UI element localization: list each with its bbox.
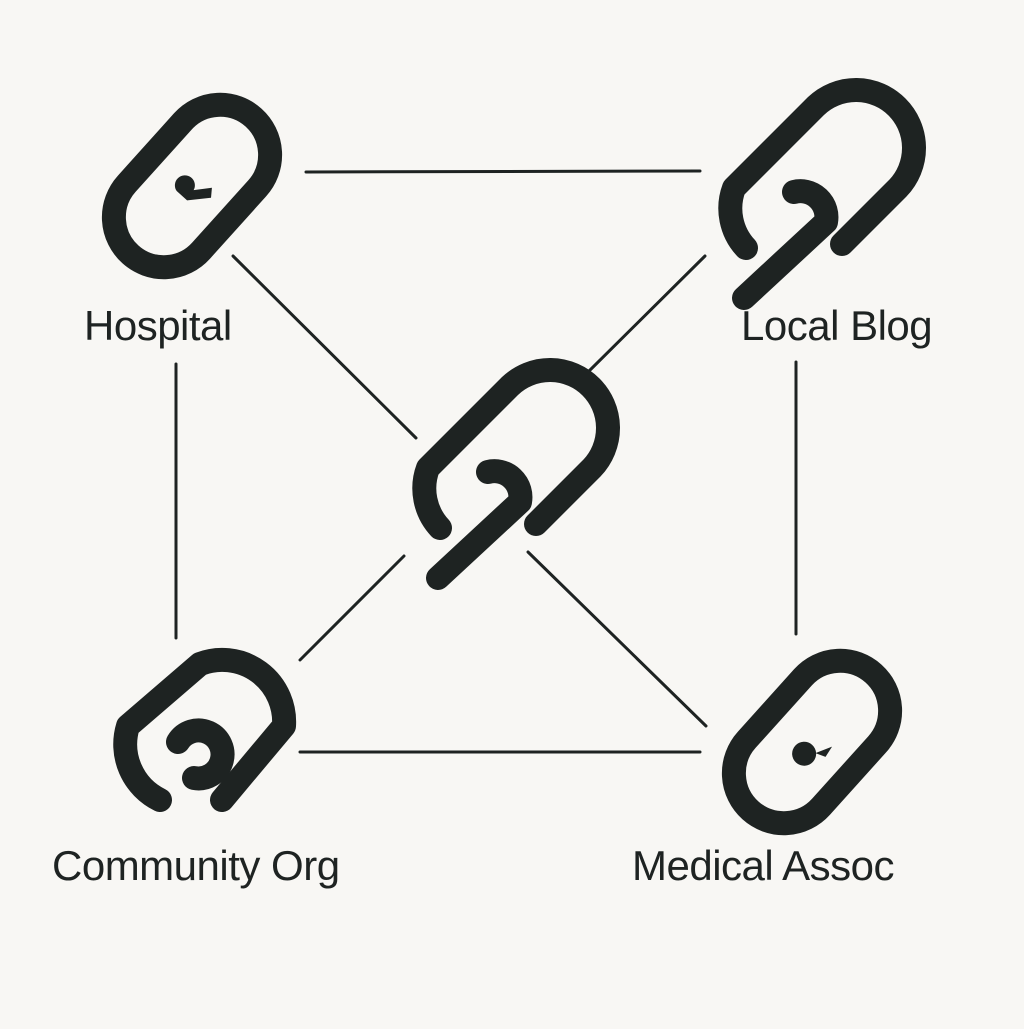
center-link-icon bbox=[412, 358, 620, 590]
edges bbox=[174, 169, 798, 754]
node-label-medical-assoc: Medical Assoc bbox=[632, 842, 894, 889]
node-label-community-org: Community Org bbox=[52, 842, 340, 889]
edge-blog-center bbox=[580, 254, 707, 380]
node-label-local-blog: Local Blog bbox=[741, 302, 933, 349]
edge-hospital-center bbox=[231, 254, 418, 440]
hospital-link-icon bbox=[101, 92, 283, 280]
community-org-link-icon bbox=[113, 647, 297, 812]
local-blog-link-icon bbox=[718, 78, 926, 310]
node-label-hospital: Hospital bbox=[84, 302, 232, 349]
edge-hospital-blog bbox=[304, 169, 702, 174]
edge-medical-center bbox=[526, 550, 708, 728]
edge-community-center bbox=[298, 554, 406, 662]
medical-assoc-link-icon bbox=[721, 648, 903, 836]
